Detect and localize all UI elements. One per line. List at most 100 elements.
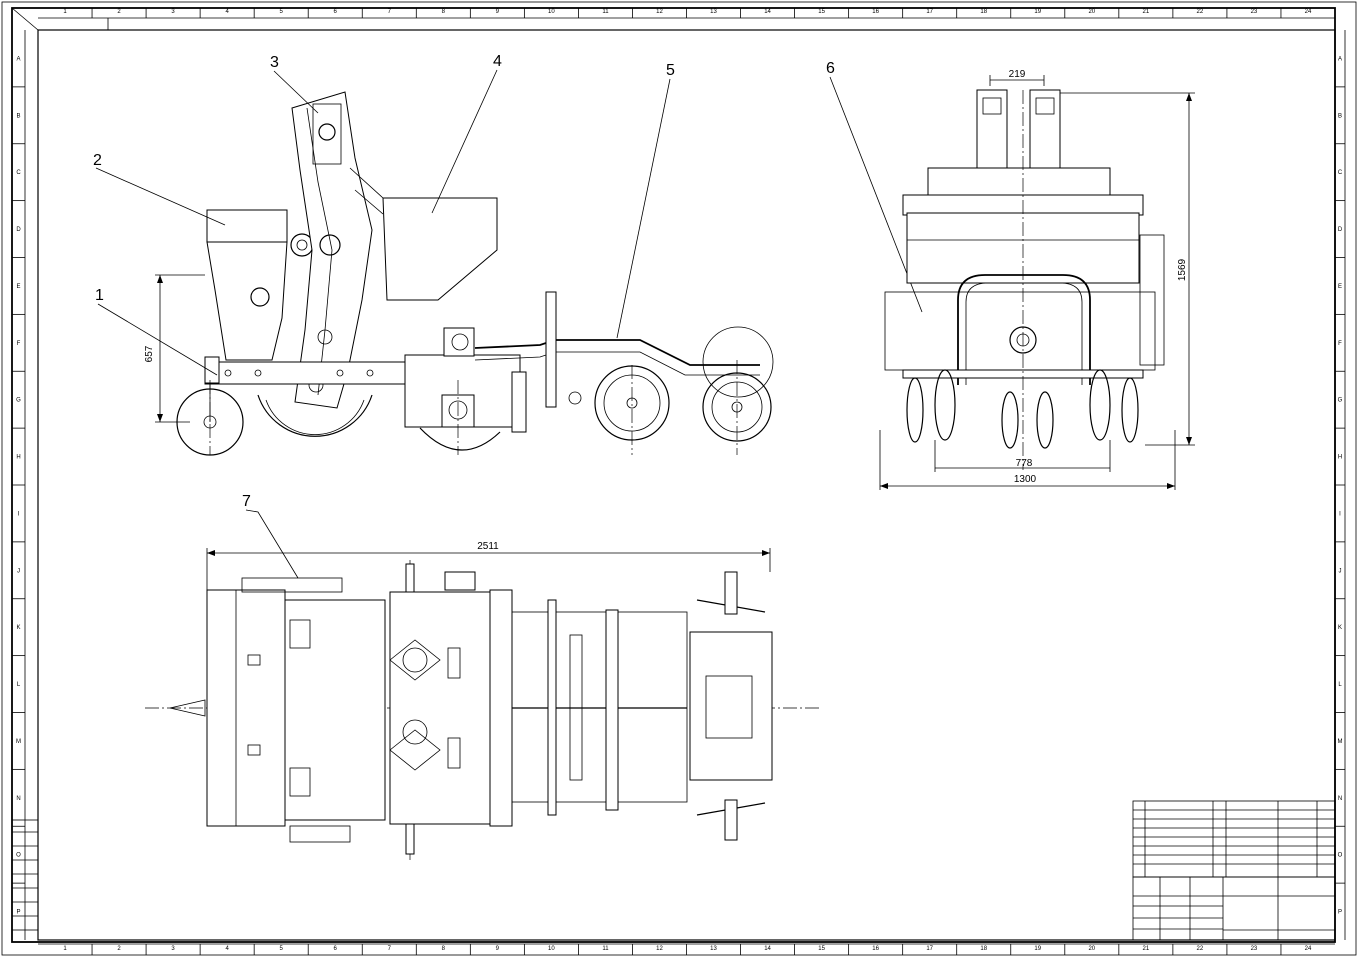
grid-row-label: B bbox=[16, 113, 20, 119]
dim-inner-width: 778 bbox=[1016, 458, 1033, 469]
planter-body-top bbox=[206, 589, 286, 827]
grid-row-label: J bbox=[17, 568, 20, 574]
grid-column-label: 3 bbox=[171, 946, 175, 952]
grid-column-label: 10 bbox=[548, 946, 555, 952]
grid-column-label: 13 bbox=[710, 946, 717, 952]
corner-mark bbox=[38, 18, 109, 31]
grid-column-label: 10 bbox=[548, 9, 555, 15]
grid-column-label: 12 bbox=[656, 9, 663, 15]
grid-row-label: G bbox=[16, 398, 21, 404]
part-label-7: 7 bbox=[242, 493, 251, 510]
grid-column-label: 19 bbox=[1034, 9, 1041, 15]
grid-column-label: 5 bbox=[280, 9, 284, 15]
part-label-4: 4 bbox=[493, 53, 502, 70]
grid-column-label: 7 bbox=[388, 946, 392, 952]
covering-disc bbox=[419, 427, 501, 451]
grid-row-label: O bbox=[1338, 853, 1343, 859]
grid-column-label: 21 bbox=[1143, 946, 1150, 952]
grid-row-label: E bbox=[16, 284, 20, 290]
grid-row-label: F bbox=[17, 341, 21, 347]
grid-column-label: 18 bbox=[980, 946, 987, 952]
press-wheel-top bbox=[689, 631, 773, 781]
grid-column-label: 7 bbox=[388, 9, 392, 15]
grid-row-label: K bbox=[16, 625, 20, 631]
grid-column-label: 8 bbox=[442, 946, 446, 952]
dim-overall-length: 2511 bbox=[477, 541, 499, 552]
grid-column-label: 15 bbox=[818, 9, 825, 15]
grid-row-label: L bbox=[17, 682, 21, 688]
rear-frame-top bbox=[511, 611, 688, 803]
grid-column-label: 23 bbox=[1251, 9, 1258, 15]
grid-column-label: 17 bbox=[926, 946, 933, 952]
grid-row-label: D bbox=[16, 227, 21, 233]
grid-column-label: 21 bbox=[1143, 9, 1150, 15]
grid-row-label: I bbox=[1339, 511, 1341, 517]
grid-column-label: 1 bbox=[63, 946, 67, 952]
grid-row-label: B bbox=[1338, 113, 1342, 119]
grid-column-label: 11 bbox=[602, 946, 609, 952]
grid-column-label: 8 bbox=[442, 9, 446, 15]
pulley bbox=[250, 287, 270, 307]
grid-row-label: P bbox=[16, 910, 20, 916]
grid-row-label: L bbox=[1338, 682, 1342, 688]
front-view: 219 1569 778 1300 bbox=[879, 69, 1195, 490]
grid-row-label: N bbox=[16, 796, 20, 802]
dim-height-side: 657 bbox=[144, 345, 155, 362]
rear-boom bbox=[474, 339, 760, 366]
part-callouts: 1 2 3 4 5 6 7 bbox=[93, 53, 923, 579]
grid-column-label: 17 bbox=[926, 9, 933, 15]
main-frame bbox=[204, 361, 421, 385]
grid-column-label: 22 bbox=[1197, 946, 1204, 952]
grid-column-label: 5 bbox=[280, 946, 284, 952]
grid-column-label: 16 bbox=[872, 946, 879, 952]
grid-row-label: C bbox=[16, 170, 21, 176]
grid-column-label: 15 bbox=[818, 946, 825, 952]
grid-row-label: P bbox=[1338, 910, 1342, 916]
grid-row-label: H bbox=[16, 455, 20, 461]
title-block bbox=[11, 800, 1336, 941]
grid-row-label: A bbox=[16, 56, 20, 62]
grid-row-label: N bbox=[1338, 796, 1342, 802]
parts-list bbox=[1132, 800, 1336, 878]
grid-row-label: F bbox=[1338, 341, 1342, 347]
top-view: 2511 bbox=[145, 541, 820, 860]
grid-column-label: 9 bbox=[496, 946, 500, 952]
grid-row-label: M bbox=[1338, 739, 1343, 745]
grid-row-label: D bbox=[1338, 227, 1343, 233]
drive-unit-top bbox=[284, 599, 386, 821]
grid-column-label: 24 bbox=[1305, 946, 1312, 952]
grid-column-label: 2 bbox=[117, 946, 121, 952]
part-label-2: 2 bbox=[93, 152, 102, 169]
grid-row-label: H bbox=[1338, 455, 1342, 461]
arch-frame bbox=[957, 274, 1091, 385]
part-label-1: 1 bbox=[95, 287, 104, 304]
grid-row-label: I bbox=[18, 511, 20, 517]
grid-row-label: O bbox=[16, 853, 21, 859]
fertilizer-hopper bbox=[382, 197, 498, 301]
grid-column-label: 6 bbox=[334, 9, 338, 15]
grid-column-label: 9 bbox=[496, 9, 500, 15]
rear-disc bbox=[702, 326, 774, 398]
grid-column-label: 6 bbox=[334, 946, 338, 952]
grid-column-label: 20 bbox=[1088, 9, 1095, 15]
grid-column-label: 20 bbox=[1088, 946, 1095, 952]
grid-column-label: 1 bbox=[63, 9, 67, 15]
grid-column-label: 3 bbox=[171, 9, 175, 15]
grid-row-label: E bbox=[1338, 284, 1342, 290]
corner-diagonal bbox=[11, 7, 39, 31]
part-label-5: 5 bbox=[666, 62, 675, 79]
grid-column-label: 16 bbox=[872, 9, 879, 15]
dim-height-front: 1569 bbox=[1177, 258, 1188, 281]
grid-column-label: 14 bbox=[764, 9, 771, 15]
drive-wheel bbox=[257, 394, 373, 437]
grid-column-label: 22 bbox=[1197, 9, 1204, 15]
side-view: 657 bbox=[144, 91, 774, 456]
grid-column-label: 4 bbox=[225, 946, 229, 952]
grid-column-label: 14 bbox=[764, 946, 771, 952]
dim-width-top: 219 bbox=[1009, 69, 1026, 80]
